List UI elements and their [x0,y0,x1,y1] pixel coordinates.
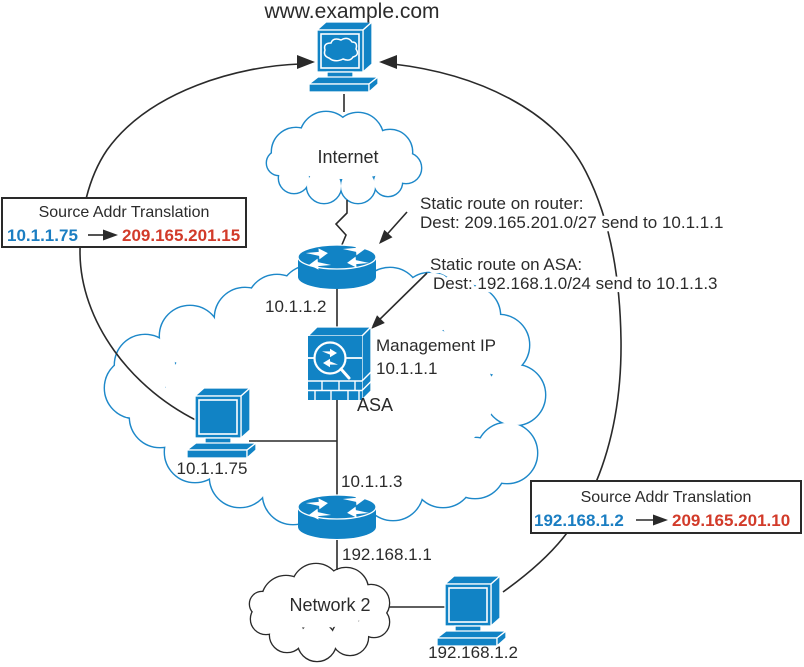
nat-box-right-arrow-icon [653,514,668,526]
asa-mgmt-label: Management IP [376,336,496,355]
router-route-line2: Dest: 209.165.201.0/27 send to 10.1.1.1 [420,213,723,232]
pc2-icon [436,575,507,647]
pc1-icon [186,387,257,459]
right-nat-flow-arrow [392,63,622,593]
nat-box-right-to-ip: 209.165.201.10 [672,511,790,530]
asa-route-line1: Static route on ASA: [430,255,582,274]
pc2-ip-label: 192.168.1.2 [428,643,518,662]
router1-ip-label: 10.1.1.2 [265,297,326,316]
asa-firewall-icon [306,325,373,402]
asa-brick-pattern [308,371,372,400]
router2-icon [298,494,376,539]
router1-icon [298,244,376,289]
pc1-ip-label: 10.1.1.75 [177,459,248,478]
asa-mgmt-ip-label: 10.1.1.1 [376,359,437,378]
nat-box-left-title: Source Addr Translation [39,204,210,221]
asa-name-label: ASA [357,395,393,415]
asa-route-line2: Dest: 192.168.1.0/24 send to 10.1.1.3 [433,274,718,293]
asa-lens-icon [308,341,362,380]
nat-box-right: Source Addr Translation 192.168.1.2 209.… [530,480,802,534]
left-nat-flow-arrowhead [297,55,315,69]
router2-inside-ip-label: 10.1.1.3 [341,472,402,491]
internet-label: Internet [317,147,378,167]
network2-label: Network 2 [289,595,370,615]
nat-box-left-to-ip: 209.165.201.15 [122,226,240,245]
router-route-arrow [379,211,408,244]
www-server-icon [309,22,378,92]
nat-box-left: Source Addr Translation 10.1.1.75 209.16… [1,197,247,248]
nat-box-left-from-ip: 10.1.1.75 [7,226,78,245]
router-route-line1: Static route on router: [420,194,583,213]
asa-route-arrow [371,272,428,329]
link-internet-router1-zigzag [334,200,348,248]
nat-box-right-from-ip: 192.168.1.2 [534,511,624,530]
internet-cloud [265,110,423,205]
nat-box-left-arrow-icon [103,229,118,241]
nat-box-right-title: Source Addr Translation [581,489,752,506]
network2-cloud [248,562,391,663]
www-hostname-label: www.example.com [263,0,439,23]
router2-network2-ip-label: 192.168.1.1 [342,545,432,564]
right-nat-flow-arrowhead [379,55,397,69]
